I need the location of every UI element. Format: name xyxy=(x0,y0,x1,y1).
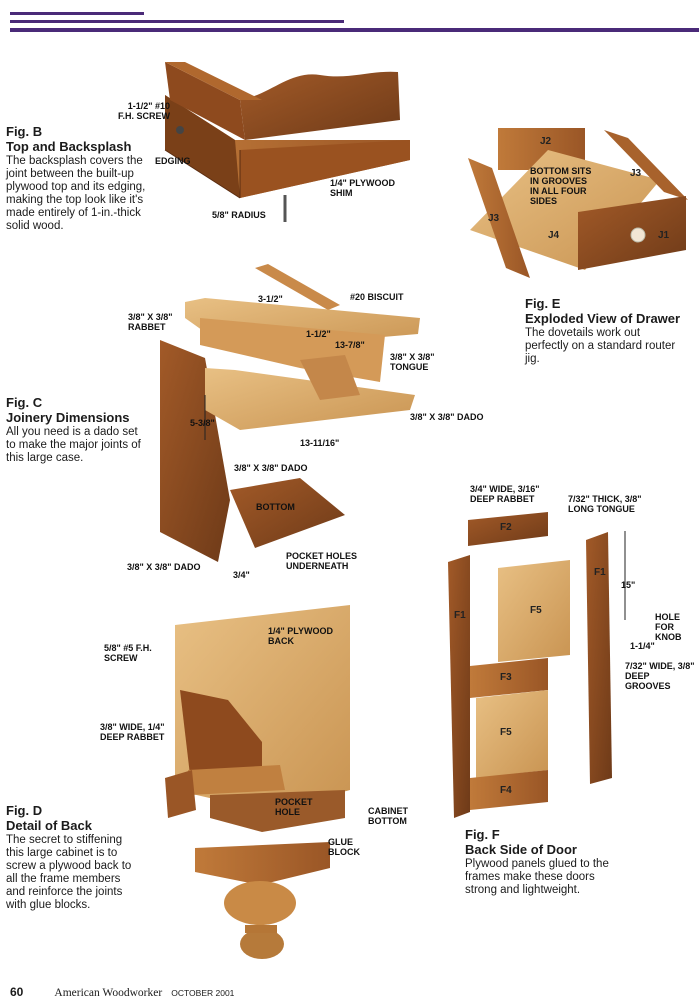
fig-d-caption: Fig. D Detail of Back The secret to stif… xyxy=(6,803,132,912)
fig-f-label-rabbet: 3/4" WIDE, 3/16" DEEP RABBET xyxy=(470,484,540,504)
fig-e-illustration xyxy=(468,128,688,278)
fig-d-title: Detail of Back xyxy=(6,818,92,833)
fig-c-illustration xyxy=(160,264,420,562)
fig-e-description: The dovetails work out perfectly on a st… xyxy=(525,327,676,365)
fig-f-part-f1-left: F1 xyxy=(454,610,466,621)
fig-f-part-f5-bottom: F5 xyxy=(500,727,512,738)
fig-c-caption: Fig. C Joinery Dimensions All you need i… xyxy=(6,395,146,465)
fig-b-description: The backsplash covers the joint between … xyxy=(6,155,146,232)
fig-c-label-pocket-holes: POCKET HOLES UNDERNEATH xyxy=(286,551,358,571)
fig-d-label-back: 1/4" PLYWOOD BACK xyxy=(268,626,333,646)
fig-f-part-f4: F4 xyxy=(500,785,512,796)
fig-b-label-screw: 1-1/2" #10 F.H. SCREW xyxy=(117,101,170,121)
fig-e-label-bottom: BOTTOM SITS IN GROOVES IN ALL FOUR SIDES xyxy=(530,166,592,206)
header-rule-full xyxy=(10,28,699,32)
fig-f-label-tongue: 7/32" THICK, 3/8" LONG TONGUE xyxy=(568,494,642,514)
fig-f-illustration xyxy=(448,512,626,818)
fig-f-part-f3: F3 xyxy=(500,672,512,683)
fig-d-label-pocket-hole: POCKET HOLE xyxy=(275,797,313,817)
fig-d-label-rabbet: 3/8" WIDE, 1/4" DEEP RABBET xyxy=(100,722,165,742)
fig-d-label-screw: 5/8" #5 F.H. SCREW xyxy=(104,643,152,663)
fig-f-number: Fig. F xyxy=(465,827,500,842)
fig-c-label-3-1-2: 3-1/2" xyxy=(258,294,283,304)
fig-c-label-tongue: 3/8" X 3/8" TONGUE xyxy=(390,352,435,372)
fig-b-label-radius: 5/8" RADIUS xyxy=(212,210,266,220)
fig-f-part-f2: F2 xyxy=(500,522,512,533)
fig-f-label-15: 15" xyxy=(621,580,636,590)
fig-f-label-1-1-4: 1-1/4" xyxy=(630,641,655,651)
fig-b-number: Fig. B xyxy=(6,124,43,139)
issue-date: OCTOBER 2001 xyxy=(171,988,235,998)
header-rule-short xyxy=(10,12,144,15)
fig-f-label-grooves: 7/32" WIDE, 3/8" DEEP GROOVES xyxy=(625,661,695,691)
fig-f-caption: Fig. F Back Side of Door Plywood panels … xyxy=(465,827,625,897)
fig-e-part-j3-left: J3 xyxy=(488,213,500,224)
fig-c-label-bottom: BOTTOM xyxy=(256,502,295,512)
fig-d-label-glue-block: GLUE BLOCK xyxy=(328,837,360,857)
fig-e-caption: Fig. E Exploded View of Drawer The dovet… xyxy=(525,296,685,366)
fig-d-label-cabinet-bottom: CABINET BOTTOM xyxy=(368,806,408,826)
fig-e-part-j2: J2 xyxy=(540,136,552,147)
fig-f-part-f1-right: F1 xyxy=(594,567,606,578)
fig-e-title: Exploded View of Drawer xyxy=(525,311,681,326)
fig-c-description: All you need is a dado set to make the m… xyxy=(6,426,141,464)
fig-b-title: Top and Backsplash xyxy=(6,139,132,154)
fig-c-label-13-7-8: 13-7/8" xyxy=(335,340,365,350)
fig-f-part-f5-top: F5 xyxy=(530,605,542,616)
fig-c-title: Joinery Dimensions xyxy=(6,410,130,425)
header-rule-medium xyxy=(10,20,344,23)
fig-b-label-edging: EDGING xyxy=(155,156,191,166)
fig-e-number: Fig. E xyxy=(525,296,561,311)
magazine-name: American Woodworker xyxy=(54,987,163,999)
fig-e-part-j1: J1 xyxy=(658,230,670,241)
fig-c-label-5-3-8: 5-3/8" xyxy=(190,418,215,428)
fig-e-part-j4: J4 xyxy=(548,230,560,241)
fig-c-label-1-1-2: 1-1/2" xyxy=(306,329,331,339)
fig-e-part-j3-right: J3 xyxy=(630,168,642,179)
fig-d-number: Fig. D xyxy=(6,803,43,818)
fig-b-illustration xyxy=(164,62,410,222)
fig-b-caption: Fig. B Top and Backsplash The backsplash… xyxy=(6,124,156,233)
fig-c-label-13-11-16: 13-11/16" xyxy=(300,438,340,448)
page-number: 60 xyxy=(10,985,24,999)
fig-d-illustration xyxy=(165,605,350,959)
fig-f-title: Back Side of Door xyxy=(465,842,577,857)
fig-c-label-dado-right: 3/8" X 3/8" DADO xyxy=(410,412,484,422)
fig-f-description: Plywood panels glued to the frames make … xyxy=(465,858,609,896)
fig-c-label-rabbet: 3/8" X 3/8" RABBET xyxy=(128,312,173,332)
fig-c-label-3-4: 3/4" xyxy=(233,570,250,580)
fig-b-label-shim: 1/4" PLYWOOD SHIM xyxy=(330,178,395,198)
page-footer: 60 American Woodworker OCTOBER 2001 xyxy=(10,985,234,999)
fig-d-description: The secret to stiffening this large cabi… xyxy=(6,834,132,911)
fig-c-label-biscuit: #20 BISCUIT xyxy=(350,292,404,302)
fig-c-label-dado-mid: 3/8" X 3/8" DADO xyxy=(234,463,308,473)
fig-f-label-hole: HOLE FOR KNOB xyxy=(655,612,682,642)
fig-c-number: Fig. C xyxy=(6,395,43,410)
fig-c-label-dado-low: 3/8" X 3/8" DADO xyxy=(127,562,201,572)
